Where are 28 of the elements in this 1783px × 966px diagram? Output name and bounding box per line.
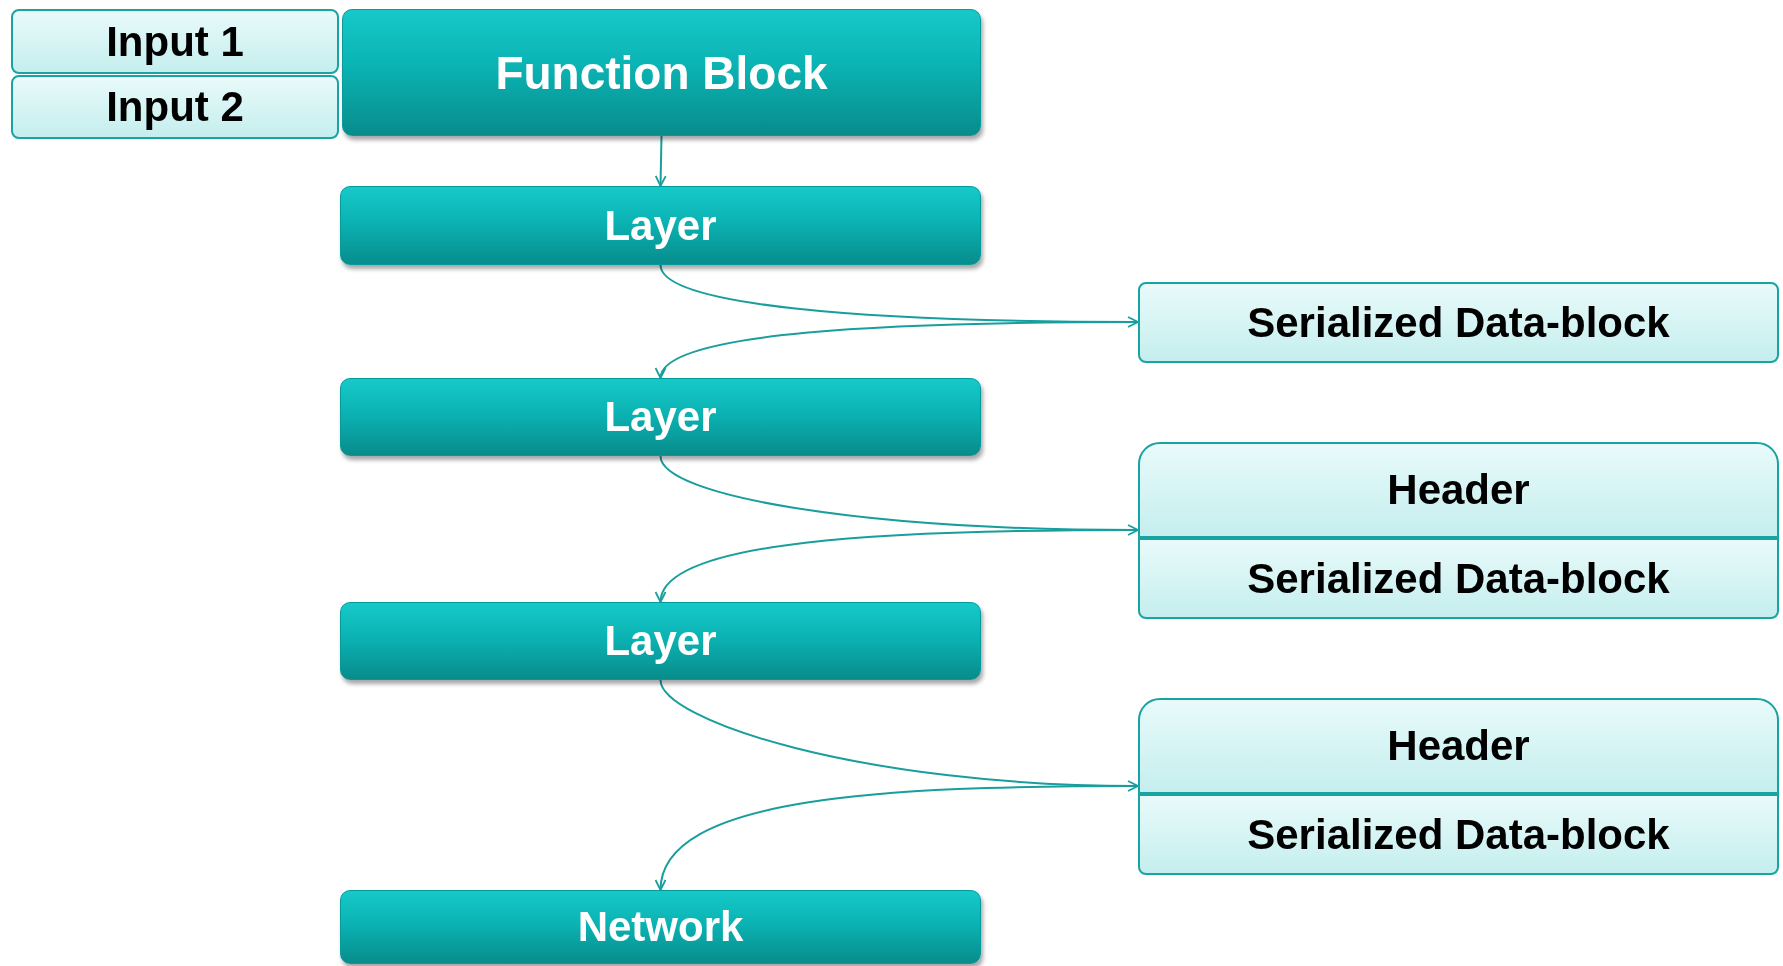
process-block — [340, 378, 981, 456]
process-block — [340, 602, 981, 680]
process-block — [340, 890, 981, 964]
block-label: Function Block — [495, 45, 828, 100]
data-block — [1138, 698, 1779, 794]
data-block — [1138, 538, 1779, 619]
block-label: Input 1 — [106, 17, 244, 66]
block-label: Layer — [604, 617, 717, 665]
block-label: Header — [1387, 722, 1530, 770]
block-label: Serialized Data-block — [1247, 298, 1670, 347]
data-block — [1138, 794, 1779, 875]
block-label: Serialized Data-block — [1247, 554, 1670, 603]
block-label: Layer — [604, 201, 717, 250]
block-label: Layer — [604, 393, 717, 441]
data-block — [11, 75, 339, 139]
arrow — [659, 264, 1139, 328]
data-block — [1138, 442, 1779, 538]
process-block — [342, 9, 981, 136]
block-label: Header — [1387, 466, 1530, 514]
process-block — [340, 186, 981, 265]
arrow — [659, 679, 1139, 792]
block-label: Network — [577, 903, 744, 951]
block-label: Serialized Data-block — [1247, 810, 1670, 859]
arrow — [654, 135, 667, 187]
data-block — [11, 9, 339, 74]
data-block — [1138, 282, 1779, 363]
block-label: Input 2 — [106, 83, 244, 131]
arrow — [659, 455, 1139, 536]
